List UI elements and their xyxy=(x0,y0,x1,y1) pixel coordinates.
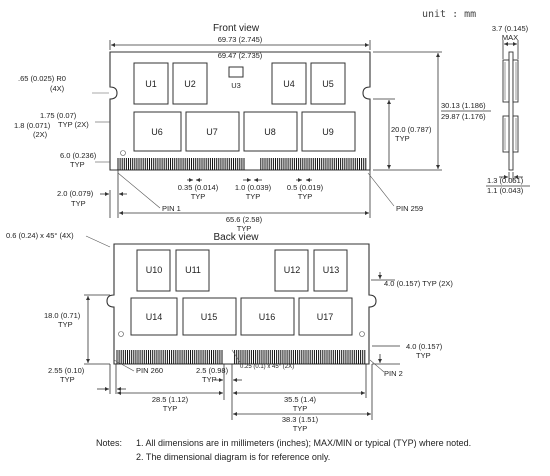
side-view xyxy=(499,40,523,182)
chip-u8 xyxy=(243,111,298,152)
dim-right-total: 38.3 (1.51) xyxy=(282,415,319,424)
dim-bottom-h: 4.0 (0.157) xyxy=(406,342,443,351)
chip-u4 xyxy=(271,62,307,105)
notes-label: Notes: xyxy=(96,438,122,448)
dim-pin-span-typ: TYP xyxy=(237,224,252,233)
side-pcb-max: 1.3 (0.051) xyxy=(487,176,524,185)
chip-label-u5: U5 xyxy=(322,79,334,89)
dim-pin-y: 6.0 (0.236) xyxy=(60,151,97,160)
chip-u11 xyxy=(175,249,210,292)
back-pin-row xyxy=(116,350,366,364)
chip-label-u17: U17 xyxy=(317,312,334,322)
chip-u2 xyxy=(172,62,208,105)
front-pin-row xyxy=(117,158,367,170)
chip-u14 xyxy=(130,297,178,336)
dim-right-span: 35.5 (1.4) xyxy=(284,395,317,404)
dim-edge-x: 2.0 (0.079) xyxy=(57,189,94,198)
mount-hole-back-right xyxy=(359,331,365,337)
dim-right-total-typ: TYP xyxy=(293,424,308,433)
chip-u3 xyxy=(228,66,244,78)
dim-pitch-b-typ: TYP xyxy=(246,192,261,201)
dim-height-min: 29.87 (1.176) xyxy=(441,112,486,121)
dim-left-span: 28.5 (1.12) xyxy=(152,395,189,404)
dim-notch-w-count: (2X) xyxy=(33,130,48,139)
dim-side-h: 18.0 (0.71) xyxy=(44,311,81,320)
chip-label-u3: U3 xyxy=(231,81,241,90)
chip-u12 xyxy=(274,249,309,292)
dim-radius: .65 (0.025) R0 xyxy=(18,74,66,83)
dim-right-span-typ: TYP xyxy=(293,404,308,413)
pin259-label: PIN 259 xyxy=(396,204,423,213)
note-2: 2. The dimensional diagram is for refere… xyxy=(136,452,330,462)
chip-u10 xyxy=(136,249,171,292)
note-1: 1. All dimensions are in millimeters (in… xyxy=(136,438,471,448)
chip-label-u7: U7 xyxy=(206,127,218,137)
pin2-label: PIN 2 xyxy=(384,369,403,378)
chip-label-u1: U1 xyxy=(145,79,157,89)
dim-pitch-c: 0.5 (0.019) xyxy=(287,183,324,192)
chip-label-u6: U6 xyxy=(151,127,163,137)
dim-width-min: 69.47 (2.735) xyxy=(218,51,263,60)
chip-label-u15: U15 xyxy=(201,312,218,322)
chip-u6 xyxy=(133,111,182,152)
dim-width-max: 69.73 (2.745) xyxy=(218,35,263,44)
dim-pin-span: 65.6 (2.58) xyxy=(226,215,263,224)
dim-pitch-c-typ: TYP xyxy=(298,192,313,201)
dim-pitch-a-typ: TYP xyxy=(191,192,206,201)
side-pcb-min: 1.1 (0.043) xyxy=(487,186,524,195)
chip-u13 xyxy=(313,249,348,292)
dim-edge-a-typ: TYP xyxy=(60,375,75,384)
back-view-title: Back view xyxy=(213,232,259,243)
dim-left-span-typ: TYP xyxy=(163,404,178,413)
side-thickness-max: 3.7 (0.145) xyxy=(492,24,529,33)
dim-side-h-typ: TYP xyxy=(58,320,73,329)
dim-notch-h: 20.0 (0.787) xyxy=(391,125,432,134)
dim-bottom-h-typ: TYP xyxy=(416,351,431,360)
chip-label-u14: U14 xyxy=(146,312,163,322)
unit-label: unit : mm xyxy=(422,9,476,20)
chip-label-u2: U2 xyxy=(184,79,196,89)
chip-label-u4: U4 xyxy=(283,79,295,89)
side-thickness-label: MAX xyxy=(502,33,518,42)
dim-hole-y: 4.0 (0.157) TYP (2X) xyxy=(384,279,453,288)
chip-u5 xyxy=(310,62,346,105)
pin260-label: PIN 260 xyxy=(136,366,163,375)
chip-label-u8: U8 xyxy=(264,127,276,137)
dim-notch-x: 1.75 (0.07) xyxy=(40,111,77,120)
front-view-title: Front view xyxy=(213,23,260,34)
front-dimensions xyxy=(92,40,442,218)
dim-chamfer: 0.6 (0.24) x 45° (4X) xyxy=(6,231,74,240)
chip-u16 xyxy=(240,297,295,336)
dim-notch-x-typ: TYP (2X) xyxy=(58,120,89,129)
dim-height-max: 30.13 (1.186) xyxy=(441,101,486,110)
dim-edge-x-typ: TYP xyxy=(71,199,86,208)
dim-radius-count: (4X) xyxy=(50,84,65,93)
mount-hole xyxy=(120,150,126,156)
chip-u1 xyxy=(133,62,169,105)
chip-label-u11: U11 xyxy=(185,265,201,275)
chip-label-u16: U16 xyxy=(259,312,276,322)
dim-pitch-b: 1.0 (0.039) xyxy=(235,183,272,192)
dim-notch-w: 1.8 (0.071) xyxy=(14,121,51,130)
chip-u9 xyxy=(301,111,356,152)
chip-u17 xyxy=(298,297,353,336)
dim-key-w-typ: TYP xyxy=(202,375,217,384)
back-dimensions xyxy=(84,272,400,420)
dim-key-w: 2.5 (0.98) xyxy=(196,366,229,375)
chip-label-u12: U12 xyxy=(284,265,301,275)
chip-u7 xyxy=(185,111,240,152)
dim-edge-a: 2.55 (0.10) xyxy=(48,366,85,375)
chip-label-u9: U9 xyxy=(322,127,334,137)
dim-notch-h-typ: TYP xyxy=(395,134,410,143)
pin1-label: PIN 1 xyxy=(162,204,181,213)
dim-pitch-a: 0.35 (0.014) xyxy=(178,183,219,192)
mount-hole-back-left xyxy=(118,331,124,337)
chip-label-u10: U10 xyxy=(146,265,163,275)
dim-key-chamfer: 0.25 (0.1) x 45° (2X) xyxy=(240,364,294,370)
chip-u15 xyxy=(182,297,237,336)
chip-label-u13: U13 xyxy=(323,265,340,275)
dim-pin-y-typ: TYP xyxy=(70,160,85,169)
